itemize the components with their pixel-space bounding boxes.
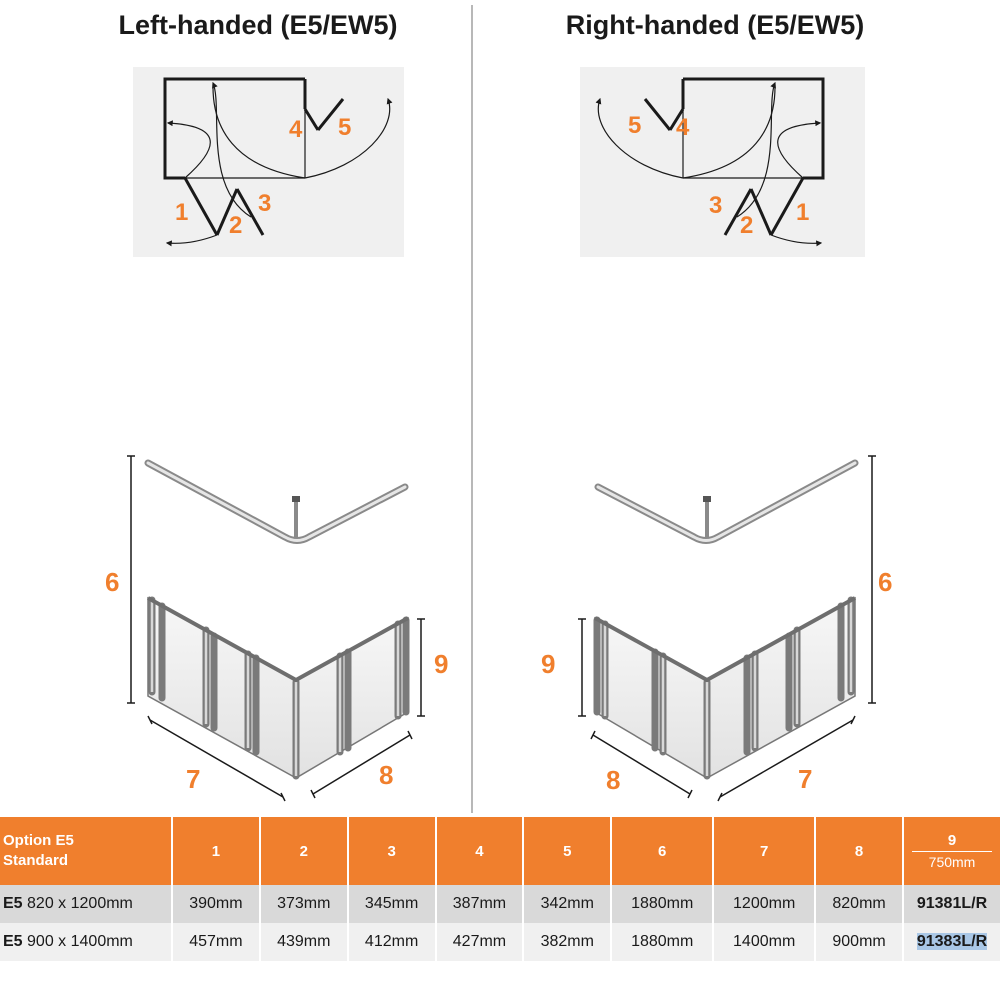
dimensions-table: Option E5 Standard 1 2 3 4 5 6 7 8 9 750… [0,817,1000,961]
table-cell: 382mm [523,923,613,961]
plan-label-5: 5 [338,114,351,141]
dim-label-9-right: 9 [541,649,555,679]
right-handed-title: Right-handed (E5/EW5) [565,10,865,40]
left-handed-title: Left-handed (E5/EW5) [118,10,398,40]
plan-label-1: 1 [175,199,188,226]
table-row: E5 900 x 1400mm 457mm 439mm 412mm 427mm … [0,923,1000,961]
column-header-8: 8 [815,817,904,885]
table-row: E5 820 x 1200mm 390mm 373mm 345mm 387mm … [0,885,1000,923]
left-curtain-rail [144,459,409,544]
column-header-3: 3 [347,817,437,885]
table-header-row: Option E5 Standard 1 2 3 4 5 6 7 8 9 750… [0,817,1000,885]
column-header-9: 9 750mm [903,817,1000,885]
dim-label-9-left: 9 [434,649,448,679]
plan-label-2-right: 2 [740,212,753,239]
left-isometric: 6 7 8 9 [105,455,448,802]
plan-label-1-right: 1 [796,199,809,226]
option-header: Option E5 Standard [0,817,173,885]
table-cell: 373mm [259,885,349,923]
table-cell: 387mm [435,885,525,923]
table-cell: 1200mm [713,885,817,923]
dim-label-8-left: 8 [379,760,393,790]
dim-label-7-left: 7 [186,764,200,794]
option-cell: E5 900 x 1400mm [0,923,173,961]
left-screen-panels [147,596,410,780]
dim-label-7-right: 7 [798,764,812,794]
center-divider [471,5,473,813]
plan-label-2: 2 [229,212,242,239]
table-cell: 900mm [815,923,904,961]
table-cell: 427mm [435,923,525,961]
right-isometric [578,455,876,802]
table-cell: 345mm [347,885,437,923]
table-cell: 439mm [259,923,349,961]
isometric-drawings: 6 7 8 9 [105,455,892,802]
column-header-6: 6 [611,817,715,885]
dim-label-6-left: 6 [105,567,119,597]
column-header-7: 7 [713,817,817,885]
table-cell: 457mm [172,923,261,961]
part-number-cell: 91381L/R [903,885,1000,923]
dim-label-6-right: 6 [878,567,892,597]
left-dimension-lines [127,455,425,802]
column-header-5: 5 [523,817,613,885]
column-header-1: 1 [172,817,261,885]
table-cell: 412mm [347,923,437,961]
option-cell: E5 820 x 1200mm [0,885,173,923]
column-header-4: 4 [435,817,525,885]
plan-label-4: 4 [289,116,303,143]
table-cell: 1400mm [713,923,817,961]
table-cell: 820mm [815,885,904,923]
table-cell: 342mm [523,885,613,923]
left-plan-diagram: 1 2 3 4 5 [133,67,404,257]
table-cell: 1880mm [611,885,715,923]
column-header-2: 2 [259,817,349,885]
plan-label-3: 3 [258,190,271,217]
plan-label-4-right: 4 [676,114,690,141]
table-cell: 1880mm [611,923,715,961]
right-plan-diagram: 1 2 3 4 5 [580,67,865,257]
dim-label-8-right: 8 [606,765,620,795]
plan-label-3-right: 3 [709,192,722,219]
plan-label-5-right: 5 [628,112,641,139]
part-number-cell: 91383L/R [903,923,1000,961]
table-cell: 390mm [172,885,261,923]
